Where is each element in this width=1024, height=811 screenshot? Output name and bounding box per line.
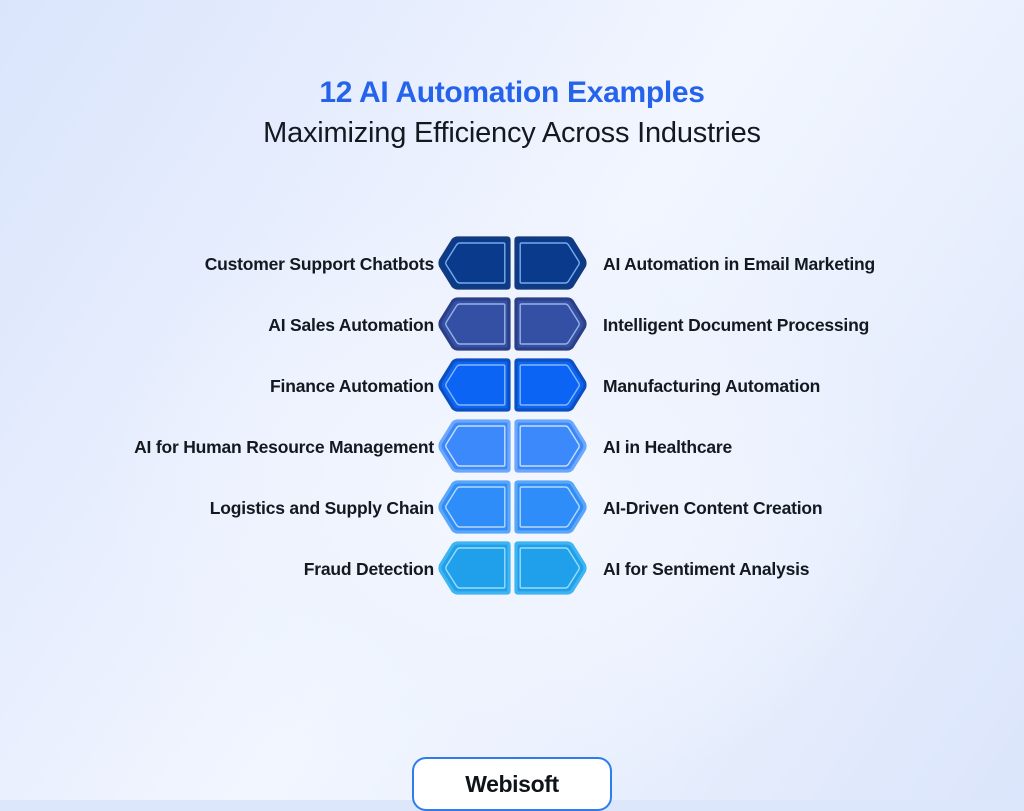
diagram-row: AI Sales Automation Intelligent Document … bbox=[0, 295, 1024, 356]
diagram-row: Customer Support Chatbots AI Automation i… bbox=[0, 234, 1024, 295]
hexagon-left-icon bbox=[438, 358, 511, 412]
diagram-row: Logistics and Supply Chain AI-Driven Cont… bbox=[0, 478, 1024, 539]
row-hexagon-pair bbox=[438, 539, 590, 600]
hexagon-left-icon bbox=[438, 297, 511, 351]
row-hexagon-pair bbox=[438, 295, 590, 356]
row-label-left: AI Sales Automation bbox=[268, 315, 434, 335]
hexagon-right-icon bbox=[514, 297, 587, 351]
hexagon-left-icon bbox=[438, 419, 511, 473]
diagram-row: AI for Human Resource Management AI in He… bbox=[0, 417, 1024, 478]
hexagon-left-icon bbox=[438, 480, 511, 534]
page-title: 12 AI Automation Examples Maximizing Eff… bbox=[0, 76, 1024, 155]
diagram-row: Fraud Detection AI for Sentiment Analysis bbox=[0, 539, 1024, 600]
hexagon-right-icon bbox=[514, 541, 587, 595]
row-label-right: Manufacturing Automation bbox=[603, 376, 821, 396]
row-label-left: Finance Automation bbox=[270, 376, 434, 396]
row-hexagon-pair bbox=[438, 417, 590, 478]
row-label-right: AI in Healthcare bbox=[603, 437, 733, 457]
logo-label: Webisoft bbox=[465, 770, 559, 797]
row-hexagon-pair bbox=[438, 234, 590, 295]
row-label-left: Customer Support Chatbots bbox=[204, 254, 435, 274]
title-subtitle: Maximizing Efficiency Across Industries bbox=[263, 116, 761, 149]
hexagon-right-icon bbox=[514, 236, 587, 290]
row-label-left: Fraud Detection bbox=[303, 559, 434, 579]
row-label-right: AI-Driven Content Creation bbox=[603, 498, 823, 518]
hexagon-left-icon bbox=[438, 236, 511, 290]
hexagon-right-icon bbox=[514, 419, 587, 473]
title-highlight: 12 AI Automation Examples bbox=[319, 76, 705, 109]
hexagon-right-icon bbox=[514, 480, 587, 534]
hexagon-right-icon bbox=[514, 358, 587, 412]
row-label-left: AI for Human Resource Management bbox=[134, 437, 434, 457]
row-hexagon-pair bbox=[438, 356, 590, 417]
row-label-right: AI Automation in Email Marketing bbox=[603, 254, 876, 274]
row-label-right: AI for Sentiment Analysis bbox=[603, 559, 810, 579]
webisoft-logo[interactable]: Webisoft bbox=[412, 757, 612, 811]
row-label-left: Logistics and Supply Chain bbox=[209, 498, 434, 518]
hexagon-left-icon bbox=[438, 541, 511, 595]
diagram-row: Finance Automation Manufacturing Automati… bbox=[0, 356, 1024, 417]
hexagon-diagram: Customer Support Chatbots AI Automation i… bbox=[0, 234, 1024, 602]
row-hexagon-pair bbox=[438, 478, 590, 539]
row-label-right: Intelligent Document Processing bbox=[603, 315, 870, 335]
